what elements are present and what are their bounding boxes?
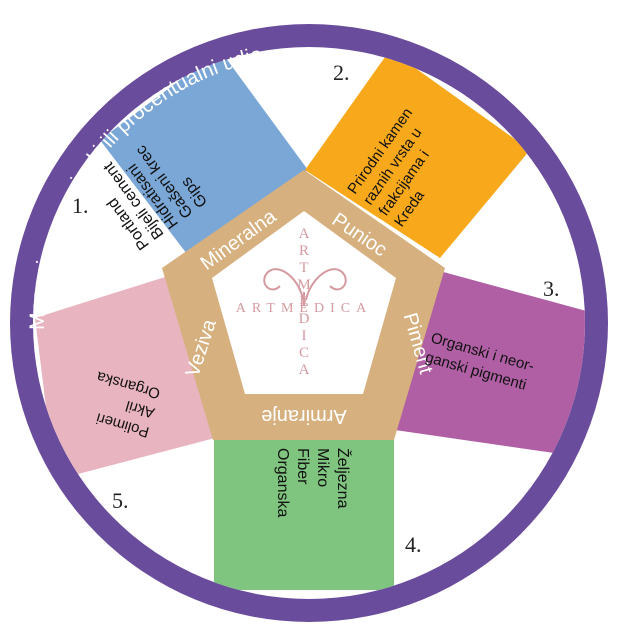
armiranje-line: Željezna [334, 448, 353, 509]
number-3: 3. [543, 276, 560, 301]
armiranje-line: Organska [274, 448, 291, 517]
sector-piment [395, 270, 585, 456]
sector-veziva [35, 277, 215, 480]
sector-armiranje [214, 440, 394, 590]
number-2: 2. [333, 60, 350, 85]
number-5: 5. [112, 488, 129, 513]
logo-text-horizontal: ARTMEDICA [236, 301, 372, 316]
logo-ornament [263, 268, 347, 306]
label-armiranje: Armiranje [261, 405, 347, 427]
number-1: 1. [72, 193, 89, 218]
armiranje-line: Fiber [294, 448, 311, 485]
sector-punioc [305, 50, 530, 258]
armiranje-line: Mikro [314, 448, 331, 487]
number-4: 4. [405, 532, 422, 557]
logo-text-vertical: ARTMEDICA [296, 226, 312, 379]
armiranje-text-group: Željezna Mikro Fiber Organska [274, 448, 353, 517]
